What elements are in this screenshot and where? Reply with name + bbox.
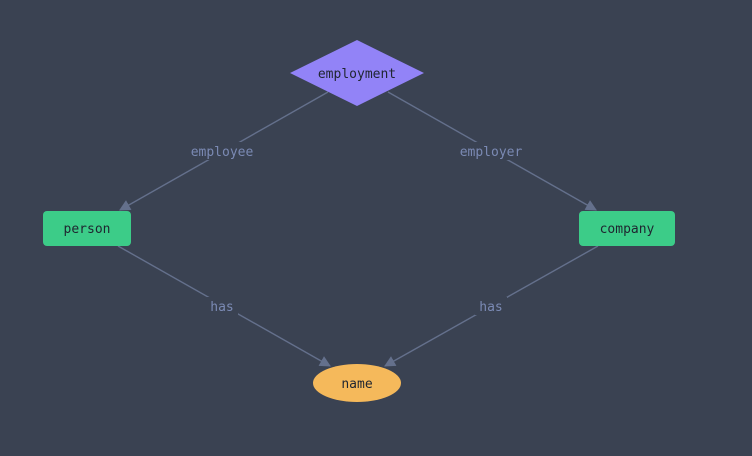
node-label: person (64, 222, 111, 237)
edge-person-name: has (117, 245, 331, 367)
node-label: name (341, 377, 372, 392)
attribute-node-name[interactable]: name (313, 364, 401, 402)
edge-employment-company: employer (387, 91, 597, 211)
entity-box (43, 211, 131, 246)
edge-label-employee: employee (191, 145, 254, 160)
edge-label-employer: employer (460, 145, 523, 160)
diamond-shape (290, 40, 424, 106)
edge-label-has: has (210, 300, 233, 315)
edge-company-name: has (384, 245, 599, 367)
attribute-ellipse (313, 364, 401, 402)
edge-employment-person: employee (119, 91, 329, 211)
relationship-node-employment[interactable]: employment (290, 40, 424, 106)
node-label: company (600, 222, 655, 237)
entity-node-company[interactable]: company (579, 211, 675, 246)
entity-box (579, 211, 675, 246)
edge-label-has: has (479, 300, 502, 315)
entity-node-person[interactable]: person (43, 211, 131, 246)
node-label: employment (318, 67, 396, 82)
